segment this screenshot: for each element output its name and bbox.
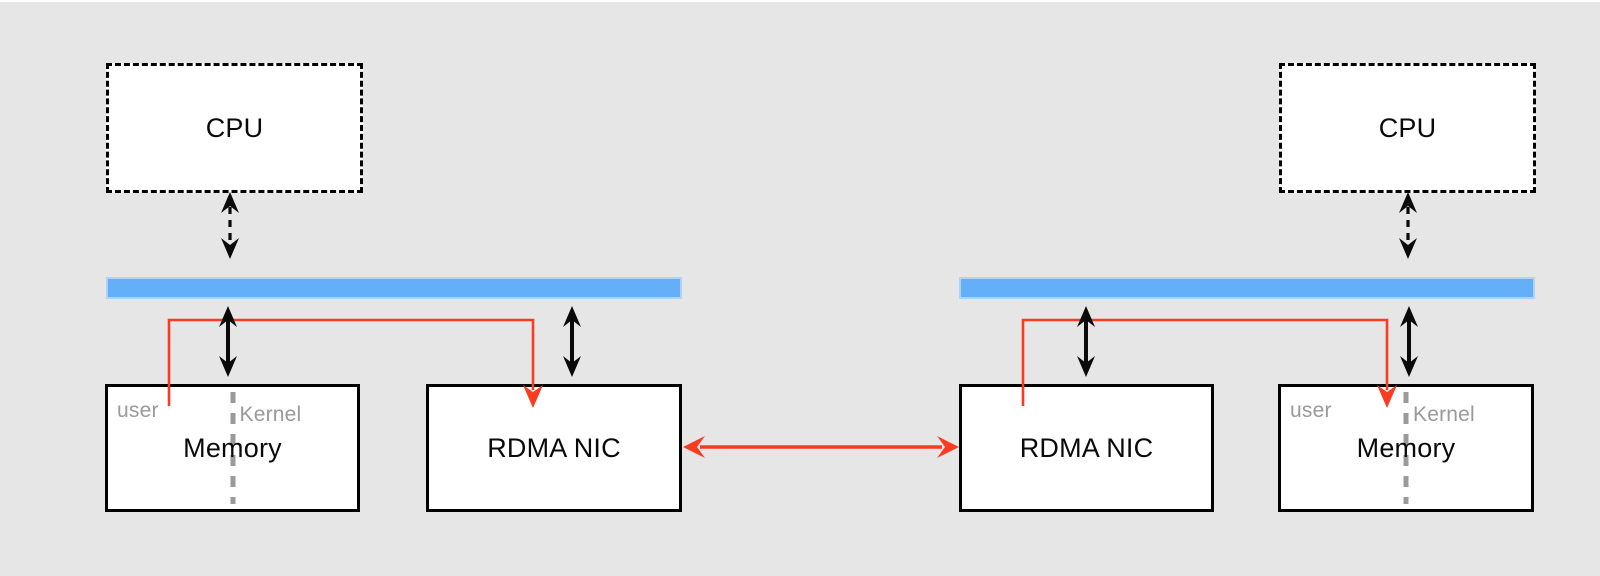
cpu-bus-arrow-right	[1399, 192, 1417, 259]
cpu-bus-arrow-left	[221, 192, 239, 259]
cpu-bus-arrow-left-up-arrowhead-icon	[221, 192, 239, 213]
rdma-nic-box-left: RDMA NIC	[426, 384, 682, 512]
memory-label-right: Memory	[1356, 432, 1456, 463]
cpu-bus-arrow-right-up-arrowhead-icon	[1399, 192, 1417, 213]
memory-box-right: user Kernel Memory	[1278, 384, 1534, 512]
rdma-nic-label-left: RDMA NIC	[487, 432, 621, 463]
cpu-bus-arrow-left-down-arrowhead-icon	[221, 238, 239, 259]
cpu-box-left: CPU	[106, 63, 363, 193]
user-space-label-left: user	[117, 399, 159, 422]
user-kernel-divider-right	[1403, 392, 1409, 504]
bus-nic-arrow-left-up-arrowhead-icon	[563, 306, 581, 327]
bus-nic-arrow-right	[1077, 306, 1095, 377]
nic-link-right-arrowhead-icon	[937, 436, 959, 458]
cpu-bus-arrow-right-down-arrowhead-icon	[1399, 238, 1417, 259]
user-space-label-right: user	[1290, 399, 1332, 422]
memory-box-left: user Kernel Memory	[105, 384, 360, 512]
nic-to-nic-network-arrow	[683, 436, 959, 458]
bus-memory-arrow-right	[1400, 306, 1418, 377]
rdma-nic-label-right: RDMA NIC	[1019, 432, 1154, 463]
bus-memory-arrow-left-up-arrowhead-icon	[219, 306, 237, 327]
cpu-label-left: CPU	[205, 112, 264, 143]
memory-bus-bar-left	[106, 277, 682, 299]
bus-memory-arrow-right-down-arrowhead-icon	[1400, 356, 1418, 377]
cpu-box-right: CPU	[1279, 63, 1536, 193]
top-border-line	[0, 0, 1600, 2]
kernel-space-label-left: Kernel	[239, 403, 302, 426]
nic-link-left-arrowhead-icon	[683, 436, 705, 458]
bus-memory-arrow-right-up-arrowhead-icon	[1400, 306, 1418, 327]
cpu-label-right: CPU	[1378, 112, 1437, 143]
bus-nic-arrow-right-up-arrowhead-icon	[1077, 306, 1095, 327]
kernel-space-label-right: Kernel	[1413, 403, 1475, 426]
bus-memory-arrow-left-down-arrowhead-icon	[219, 356, 237, 377]
user-kernel-divider-left	[230, 392, 235, 504]
memory-label-left: Memory	[183, 432, 282, 463]
bus-nic-arrow-left	[563, 306, 581, 377]
bus-memory-arrow-left	[219, 306, 237, 377]
bus-nic-arrow-right-down-arrowhead-icon	[1077, 356, 1095, 377]
rdma-nic-box-right: RDMA NIC	[959, 384, 1214, 512]
memory-bus-bar-right	[959, 277, 1535, 299]
bus-nic-arrow-left-down-arrowhead-icon	[563, 356, 581, 377]
